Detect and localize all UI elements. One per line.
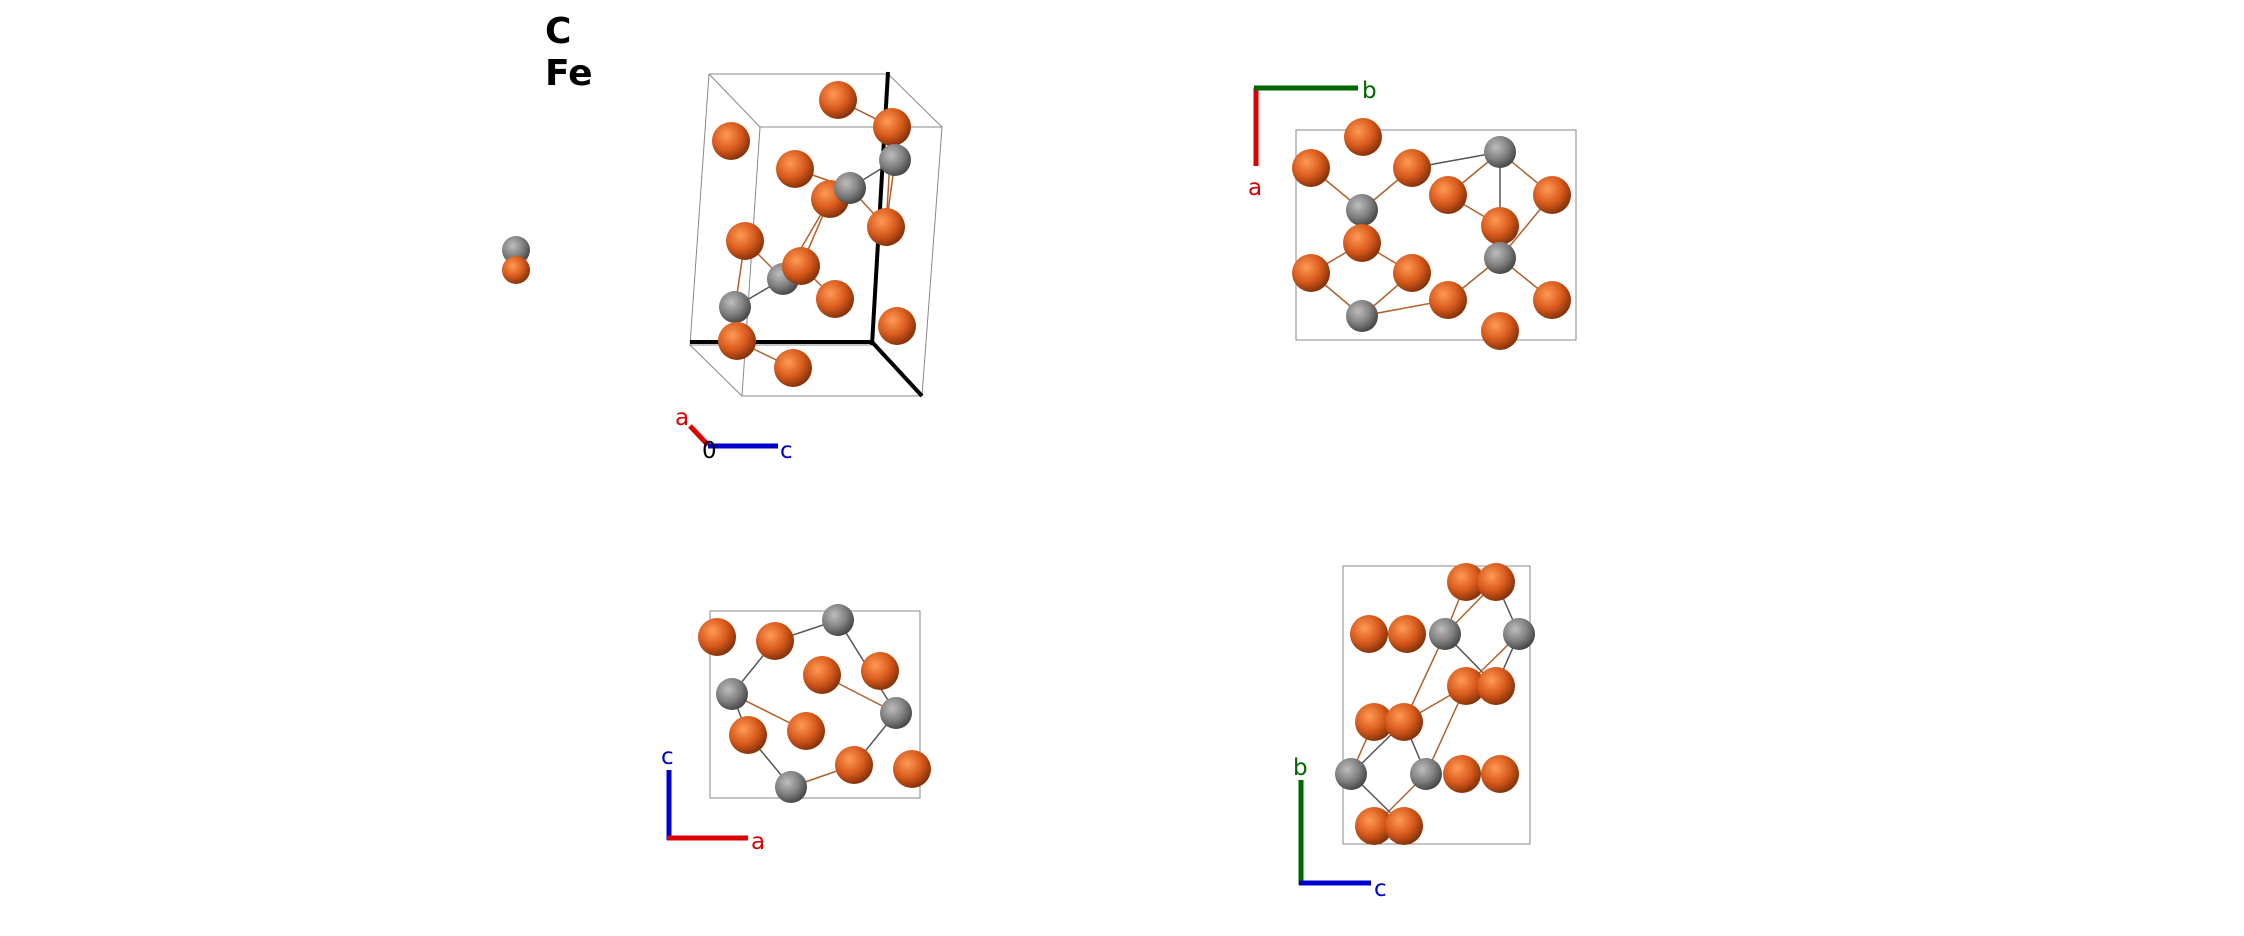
iron-atom bbox=[1292, 254, 1330, 292]
edge-atoms bbox=[502, 236, 530, 284]
iron-atom bbox=[1350, 615, 1388, 653]
carbon-atom bbox=[1503, 618, 1535, 650]
iron-atom bbox=[698, 618, 736, 656]
atoms bbox=[1292, 118, 1571, 350]
iron-atom bbox=[1533, 281, 1571, 319]
carbon-atom bbox=[1429, 618, 1461, 650]
carbon-atom bbox=[1346, 300, 1378, 332]
iron-atom bbox=[756, 622, 794, 660]
carbon-atom bbox=[719, 291, 751, 323]
carbon-atom bbox=[1484, 242, 1516, 274]
axis-label-a: a bbox=[675, 405, 689, 431]
iron-atom bbox=[1355, 703, 1393, 741]
iron-atom bbox=[782, 247, 820, 285]
carbon-atom bbox=[1335, 758, 1367, 790]
ab-view: a b bbox=[1248, 78, 1577, 350]
iron-atom bbox=[1447, 563, 1485, 601]
iron-atom bbox=[1385, 703, 1423, 741]
iron-atom bbox=[1443, 755, 1481, 793]
axis-label-a: a bbox=[1248, 175, 1262, 201]
iron-atom bbox=[1385, 807, 1423, 845]
carbon-atom bbox=[880, 697, 912, 729]
iron-atom bbox=[787, 712, 825, 750]
iron-atom bbox=[1481, 312, 1519, 350]
carbon-atom bbox=[502, 236, 530, 264]
iron-atom bbox=[729, 716, 767, 754]
iron-atom bbox=[835, 746, 873, 784]
axis-label-c: c bbox=[780, 438, 793, 464]
carbon-atom bbox=[775, 771, 807, 803]
axis-label-b: b bbox=[1293, 755, 1308, 781]
iron-atom bbox=[1393, 254, 1431, 292]
iron-atom bbox=[861, 652, 899, 690]
element-legend: C Fe bbox=[545, 11, 593, 94]
atoms bbox=[712, 81, 916, 387]
axis-triad: a 0 c bbox=[675, 405, 793, 464]
iron-atom bbox=[1344, 118, 1382, 156]
iron-atom bbox=[878, 307, 916, 345]
unit-cell-outline bbox=[1342, 565, 1531, 845]
iron-atom bbox=[774, 349, 812, 387]
axis-origin-label: 0 bbox=[702, 438, 717, 464]
carbon-atom bbox=[1410, 758, 1442, 790]
iron-atom bbox=[1533, 176, 1571, 214]
axis-triad: a b bbox=[1248, 78, 1377, 201]
iron-atom bbox=[1481, 755, 1519, 793]
iron-atom bbox=[712, 122, 750, 160]
atoms bbox=[698, 604, 931, 803]
iron-atom bbox=[718, 322, 756, 360]
axis-label-c: c bbox=[661, 744, 674, 770]
iron-atom bbox=[1429, 281, 1467, 319]
perspective-view: a 0 c bbox=[675, 71, 943, 464]
axis-triad: b c bbox=[1293, 755, 1387, 902]
iron-atom bbox=[1477, 667, 1515, 705]
iron-atom bbox=[803, 656, 841, 694]
iron-atom bbox=[1477, 563, 1515, 601]
carbon-atom bbox=[1484, 136, 1516, 168]
axis-label-a: a bbox=[751, 829, 765, 855]
iron-atom bbox=[726, 222, 764, 260]
bc-view: b c bbox=[1293, 563, 1535, 902]
iron-atom bbox=[873, 108, 911, 146]
iron-atom bbox=[1343, 224, 1381, 262]
atoms bbox=[1335, 563, 1535, 845]
carbon-atom bbox=[879, 144, 911, 176]
unit-cell-outline bbox=[1295, 129, 1577, 341]
iron-atom bbox=[1388, 615, 1426, 653]
axis-label-c: c bbox=[1374, 876, 1387, 902]
iron-atom bbox=[1447, 667, 1485, 705]
carbon-atom bbox=[716, 678, 748, 710]
iron-atom bbox=[816, 280, 854, 318]
carbon-atom bbox=[822, 604, 854, 636]
legend-label-iron: Fe bbox=[545, 53, 593, 94]
iron-atom bbox=[867, 208, 905, 246]
iron-atom bbox=[893, 750, 931, 788]
iron-atom bbox=[502, 256, 530, 284]
legend-label-carbon: C bbox=[545, 11, 571, 52]
iron-atom bbox=[1355, 807, 1393, 845]
ca-view: c a bbox=[661, 604, 931, 855]
iron-atom bbox=[1429, 176, 1467, 214]
carbon-atom bbox=[834, 172, 866, 204]
carbon-atom bbox=[1346, 194, 1378, 226]
iron-atom bbox=[1292, 149, 1330, 187]
unit-cell-outline bbox=[709, 610, 921, 799]
iron-atom bbox=[776, 150, 814, 188]
iron-atom bbox=[1481, 207, 1519, 245]
iron-atom bbox=[819, 81, 857, 119]
iron-atom bbox=[1393, 149, 1431, 187]
axis-label-b: b bbox=[1362, 78, 1377, 104]
axis-triad: c a bbox=[661, 744, 765, 855]
